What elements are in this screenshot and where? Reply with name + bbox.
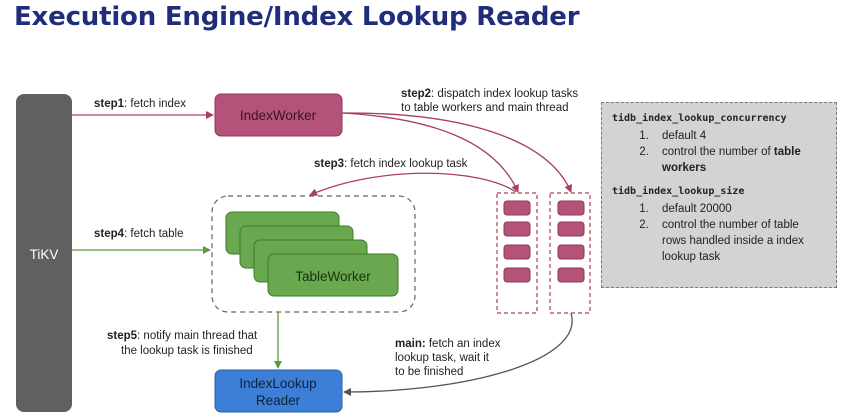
concurrency-description: control the number of table workers bbox=[652, 144, 826, 176]
main-label-line2: lookup task, wait it bbox=[395, 352, 490, 364]
step4-label: step4: fetch table bbox=[94, 228, 184, 240]
step2-label-line2: to table workers and main thread bbox=[401, 102, 568, 114]
step2-text: : dispatch index lookup tasks bbox=[431, 88, 578, 100]
step4-text: : fetch table bbox=[124, 228, 183, 240]
task-item bbox=[557, 200, 585, 216]
concurrency-desc-bold: table workers bbox=[662, 146, 801, 174]
main-label: main: fetch an index bbox=[395, 338, 501, 350]
concurrency-desc-prefix: control the number of bbox=[662, 146, 774, 158]
table-worker-box bbox=[267, 253, 399, 297]
step5-bold: step5 bbox=[107, 330, 138, 342]
size-list: default 20000 control the number of tabl… bbox=[612, 201, 826, 265]
page-title: Execution Engine/Index Lookup Reader bbox=[14, 2, 580, 32]
tikv-box bbox=[16, 94, 72, 412]
step3-bold: step3 bbox=[314, 158, 344, 170]
step3-text: : fetch index lookup task bbox=[344, 158, 468, 170]
step1-text: : fetch index bbox=[124, 98, 186, 110]
tikv-label: TiKV bbox=[30, 247, 59, 262]
step2-arrow-left bbox=[341, 112, 519, 193]
main-arrow bbox=[343, 312, 573, 396]
step5-label: step5: notify main thread that bbox=[107, 330, 258, 342]
step1-bold: step1 bbox=[94, 98, 125, 110]
table-worker-group bbox=[211, 195, 416, 313]
table-worker-label: TableWorker bbox=[295, 269, 371, 284]
step2-arrow-right bbox=[341, 112, 572, 193]
config-note: tidb_index_lookup_concurrency default 4 … bbox=[601, 102, 837, 288]
index-worker-label: IndexWorker bbox=[240, 108, 317, 123]
task-item bbox=[557, 244, 585, 260]
task-item bbox=[503, 267, 531, 283]
step5-label-line2: the lookup task is finished bbox=[121, 345, 253, 357]
size-param: tidb_index_lookup_size bbox=[612, 186, 745, 197]
task-queue-left bbox=[496, 192, 538, 314]
concurrency-param: tidb_index_lookup_concurrency bbox=[612, 113, 787, 124]
size-description: control the number of table rows handled… bbox=[652, 217, 826, 265]
concurrency-list: default 4 control the number of table wo… bbox=[612, 128, 826, 176]
step1-label: step1: fetch index bbox=[94, 98, 186, 110]
concurrency-default: default 4 bbox=[652, 128, 826, 144]
step3-arrow bbox=[309, 172, 517, 196]
step3-label: step3: fetch index lookup task bbox=[314, 158, 468, 170]
main-text: fetch an index bbox=[426, 338, 501, 350]
task-item bbox=[557, 267, 585, 283]
step2-bold: step2 bbox=[401, 88, 431, 100]
main-bold: main: bbox=[395, 338, 426, 350]
step5-text: : notify main thread that bbox=[137, 330, 258, 342]
main-label-line3: to be finished bbox=[395, 366, 463, 378]
index-lookup-reader-label-2: Reader bbox=[256, 393, 301, 408]
index-lookup-reader-box bbox=[214, 369, 343, 413]
index-lookup-reader-label-1: IndexLookup bbox=[239, 376, 316, 391]
index-worker-box bbox=[214, 93, 343, 137]
step4-bold: step4 bbox=[94, 228, 125, 240]
size-default: default 20000 bbox=[652, 201, 826, 217]
task-item bbox=[503, 221, 531, 237]
step2-label: step2: dispatch index lookup tasks bbox=[401, 88, 578, 100]
task-queue-right bbox=[549, 192, 591, 314]
task-item bbox=[503, 200, 531, 216]
task-item bbox=[557, 221, 585, 237]
task-item bbox=[503, 244, 531, 260]
task-items bbox=[503, 200, 585, 283]
